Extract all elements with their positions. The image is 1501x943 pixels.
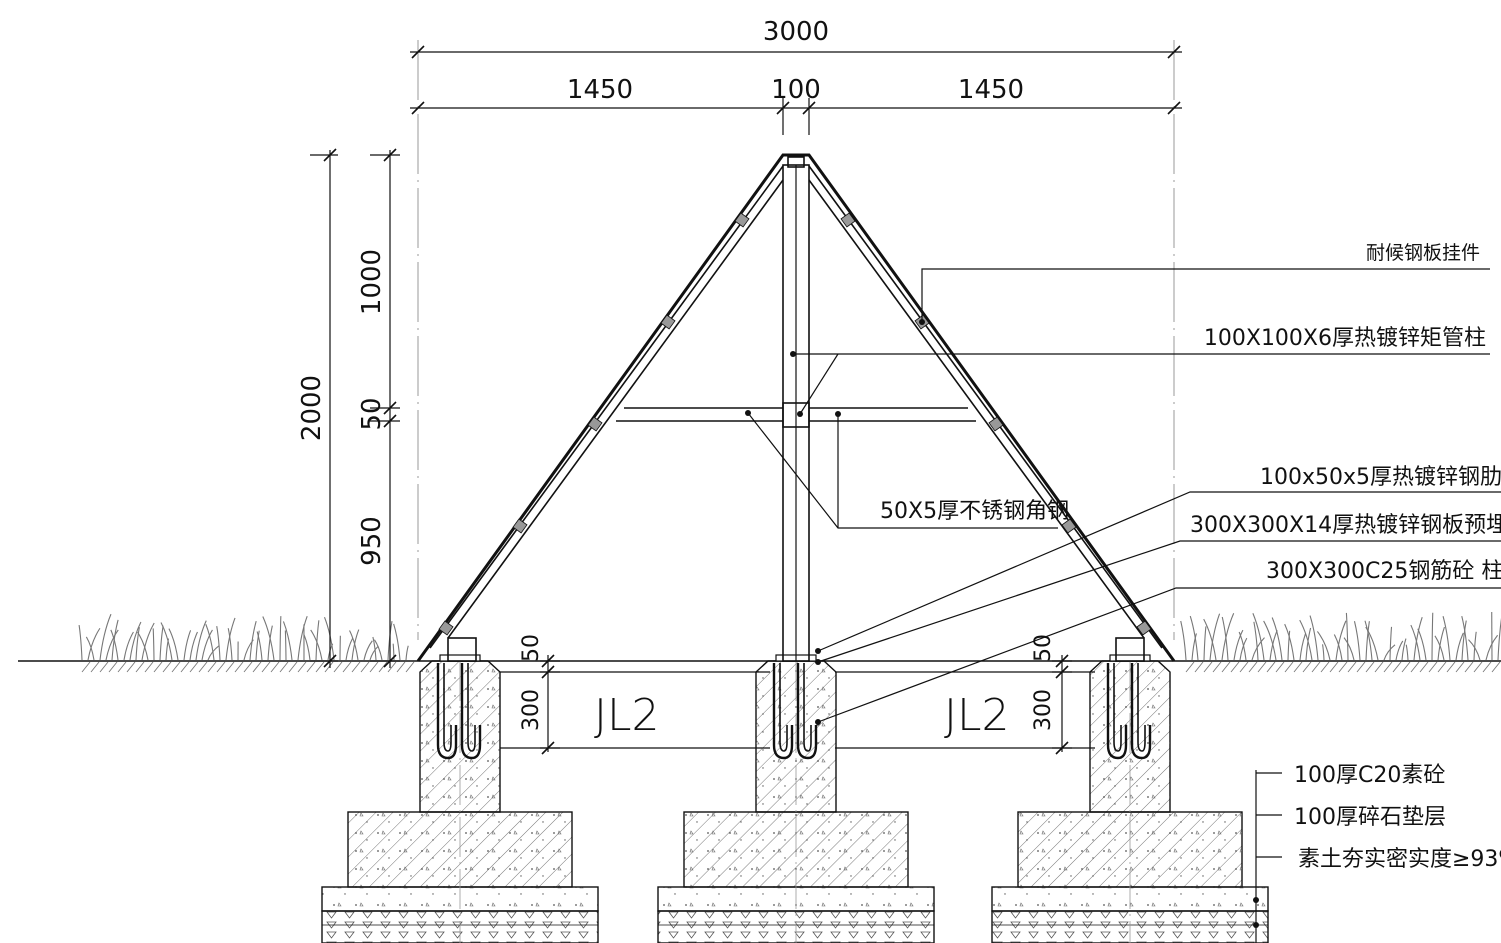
- callout-embedded-plate: 300X300X14厚热镀锌钢板预埋件: [1190, 513, 1501, 538]
- anchor-bolts: [436, 663, 1152, 760]
- rib-plate: [782, 402, 810, 428]
- anchor-bolt-3: [1106, 663, 1152, 760]
- hanger-clip: [840, 212, 856, 228]
- dim-upper-height: 1000: [357, 249, 387, 315]
- hanger-clip: [1136, 620, 1152, 636]
- callout-column: 100X100X6厚热镀锌矩管柱: [1204, 326, 1486, 351]
- dim-lower-height: 950: [357, 516, 387, 566]
- tie-beam-right: [835, 671, 1095, 749]
- dimension-lines: [310, 40, 1182, 755]
- beam-label-right: JL2: [944, 690, 1009, 741]
- dim-right-span: 1450: [958, 75, 1024, 105]
- callout-angle-steel: 50X5厚不锈钢角钢: [880, 499, 1069, 524]
- hanger-clip: [438, 620, 454, 636]
- dim-beam-depth-right: 300: [1031, 689, 1056, 731]
- hanger-clip: [1061, 518, 1077, 534]
- hanger-clip: [512, 518, 528, 534]
- layer-concrete: 100厚C20素砼: [1294, 763, 1445, 788]
- dim-left-span: 1450: [567, 75, 633, 105]
- callout-rc-column: 300X300C25钢筋砼 柱: [1266, 559, 1501, 584]
- grass-right: [1180, 612, 1501, 673]
- callout-weathering-plate: 耐候钢板挂件: [1366, 242, 1480, 264]
- foundation-2: [657, 654, 935, 943]
- base-left: [447, 637, 477, 662]
- hanger-clip: [660, 314, 676, 330]
- dim-overall-width: 3000: [763, 17, 829, 47]
- hanger-clip: [587, 416, 603, 432]
- outer-plate: [416, 153, 1176, 662]
- callout-rib-plate: 100x50x5厚热镀锌钢肋板: [1260, 465, 1501, 490]
- foundation-3: [991, 654, 1269, 943]
- dim-beam-top-right: 50: [1031, 634, 1056, 662]
- anchor-bolt-1: [436, 663, 482, 760]
- layer-soil: 素土夯实密实度≥93%: [1298, 847, 1501, 872]
- dim-center-span: 100: [771, 75, 821, 105]
- foundations: [321, 654, 1269, 943]
- beam-label-left: JL2: [594, 690, 659, 741]
- callout-leaders: [745, 268, 1501, 943]
- foundation-1: [321, 654, 599, 943]
- anchor-bolt-2: [772, 663, 818, 760]
- a-frame: [416, 153, 1176, 662]
- dim-total-height: 2000: [297, 375, 327, 441]
- dim-mid-height: 50: [357, 397, 387, 430]
- grass-left: [78, 613, 415, 673]
- layer-gravel: 100厚碎石垫层: [1294, 805, 1446, 830]
- hanger-clip: [734, 212, 750, 228]
- hanger-clip: [988, 416, 1004, 432]
- dim-beam-top-left: 50: [519, 634, 544, 662]
- base-right: [1115, 637, 1145, 662]
- dim-beam-depth-left: 300: [519, 689, 544, 731]
